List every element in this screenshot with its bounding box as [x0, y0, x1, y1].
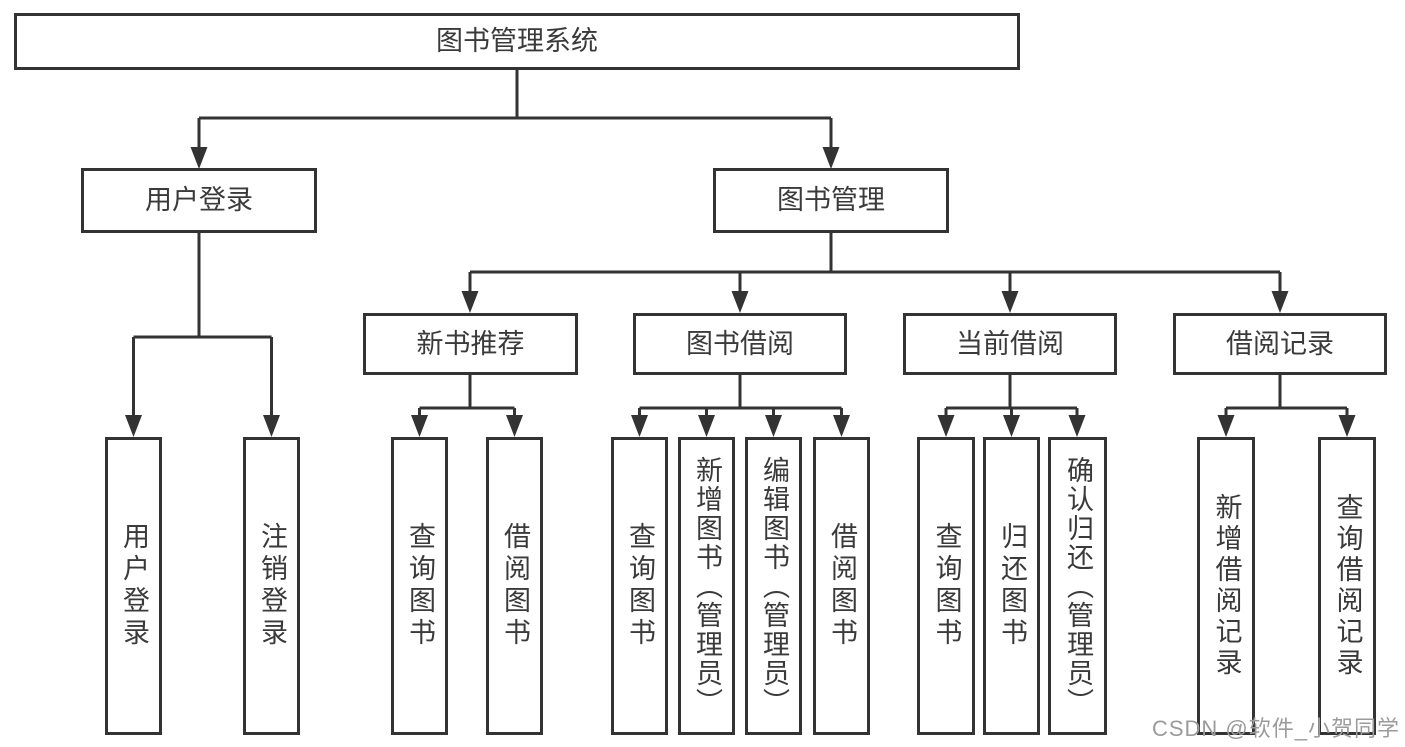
- leaf-return-books-label: 归还图书: [997, 522, 1027, 650]
- leaf-query-books-borrowing: 查询图书: [611, 437, 668, 735]
- leaf-query-books-current: 查询图书: [917, 437, 975, 735]
- leaf-logout-label: 注销登录: [257, 522, 287, 650]
- leaf-confirm-return-admin: 确认归还（管理员）: [1048, 437, 1107, 735]
- node-current-borrowing: 当前借阅: [903, 313, 1117, 375]
- node-root-system: 图书管理系统: [14, 13, 1020, 70]
- node-book-management-label: 图书管理: [777, 185, 885, 215]
- node-book-management: 图书管理: [713, 168, 949, 233]
- leaf-user-login: 用户登录: [105, 437, 162, 735]
- node-borrow-records: 借阅记录: [1173, 313, 1387, 375]
- node-current-borrowing-label: 当前借阅: [956, 328, 1064, 359]
- node-borrow-records-label: 借阅记录: [1226, 328, 1334, 359]
- leaf-add-borrow-record: 新增借阅记录: [1197, 437, 1255, 735]
- node-user-login: 用户登录: [81, 168, 317, 233]
- leaf-add-book-admin: 新增图书（管理员）: [678, 437, 735, 735]
- leaf-logout: 注销登录: [243, 437, 300, 735]
- node-new-book-recommend-label: 新书推荐: [416, 328, 525, 359]
- leaf-query-books-borrowing-label: 查询图书: [625, 522, 655, 650]
- leaf-user-login-label: 用户登录: [119, 522, 149, 650]
- leaf-query-books-current-label: 查询图书: [931, 522, 962, 650]
- leaf-query-books-recommend: 查询图书: [391, 437, 448, 735]
- leaf-confirm-return-admin-label: 确认归还（管理员）: [1063, 455, 1093, 717]
- leaf-edit-book-admin: 编辑图书（管理员）: [745, 437, 802, 735]
- leaf-edit-book-admin-label: 编辑图书（管理员）: [759, 455, 789, 717]
- connector-path: [132, 70, 1349, 417]
- node-user-login-label: 用户登录: [145, 185, 253, 215]
- leaf-query-borrow-record: 查询借阅记录: [1318, 437, 1376, 735]
- leaf-add-borrow-record-label: 新增借阅记录: [1211, 493, 1242, 679]
- node-root-system-label: 图书管理系统: [436, 26, 598, 56]
- node-book-borrowing-label: 图书借阅: [686, 328, 794, 359]
- leaf-query-borrow-record-label: 查询借阅记录: [1332, 493, 1363, 679]
- leaf-query-books-recommend-label: 查询图书: [405, 522, 435, 650]
- leaf-borrow-books-recommend: 借阅图书: [486, 437, 543, 735]
- leaf-return-books: 归还图书: [983, 437, 1040, 735]
- leaf-borrow-books-recommend-label: 借阅图书: [500, 522, 530, 650]
- leaf-borrow-books-borrowing: 借阅图书: [813, 437, 870, 735]
- arrowhead-icon: [125, 147, 1356, 437]
- node-new-book-recommend: 新书推荐: [363, 313, 578, 375]
- leaf-add-book-admin-label: 新增图书（管理员）: [692, 455, 722, 717]
- leaf-borrow-books-borrowing-label: 借阅图书: [827, 522, 857, 650]
- node-book-borrowing: 图书借阅: [633, 313, 847, 375]
- watermark-text: CSDN @软件_小贺同学: [1151, 716, 1400, 741]
